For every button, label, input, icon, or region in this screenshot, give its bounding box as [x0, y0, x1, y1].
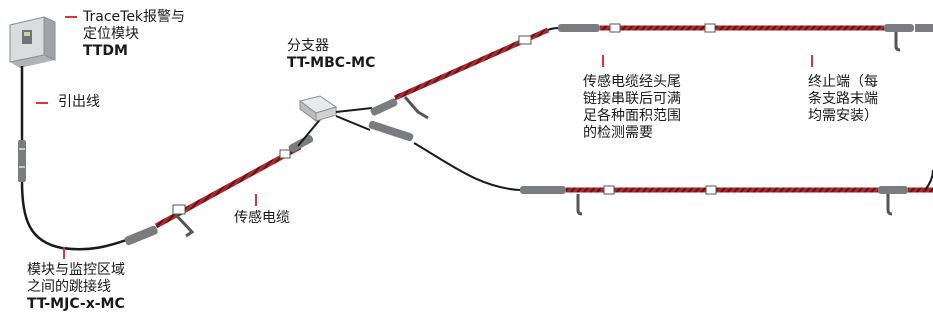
label-sensor-joint-line3: 足各种面积范围: [583, 108, 681, 124]
label-ttdm-line2: 定位模块: [83, 26, 139, 42]
label-ttdm: TraceTek报警与 定位模块 TTDM: [83, 9, 185, 60]
j-hook-clip: [174, 213, 195, 238]
label-branch-line1: 分支器: [287, 38, 329, 54]
label-terminator-line2: 条支路末端: [808, 91, 878, 107]
jumper-connector: [124, 225, 158, 246]
cable-tag: [172, 204, 186, 215]
label-branch: 分支器 TT-MBC-MC: [287, 38, 375, 72]
label-ttdm-line1: TraceTek报警与: [83, 9, 186, 25]
label-sensor-joint-line2: 链接串联后可满: [583, 91, 681, 107]
jumper-cable: [20, 181, 133, 251]
label-leader-cable: 引出线: [58, 94, 100, 110]
top-terminator: [884, 24, 914, 32]
lower-branch-connector: [368, 120, 414, 142]
module-display-icon: [22, 30, 32, 44]
j-hook-clip: [886, 194, 893, 216]
upper-branch-connector: [370, 98, 398, 116]
j-hook-clip: [403, 96, 429, 120]
label-jumper-line2: 之间的跳接线: [27, 279, 111, 295]
label-ttdm-code: TTDM: [83, 43, 128, 59]
label-jumper-code: TT-MJC-x-MC: [27, 296, 125, 312]
label-terminator-line1: 终止端（每: [808, 74, 878, 90]
label-sensor-joint: 传感电缆经头尾 链接串联后可满 足各种面积范围 的检测需要: [583, 74, 681, 142]
bottom-terminator: [878, 186, 908, 194]
label-branch-code: TT-MBC-MC: [287, 55, 376, 71]
label-jumper: 模块与监控区域 之间的跳接线 TT-MJC-x-MC: [27, 262, 125, 313]
label-terminator-line3: 均需安装）: [808, 108, 878, 124]
j-hook-clip: [576, 194, 583, 216]
label-sensor-joint-line4: 的检测需要: [583, 125, 653, 141]
label-sensor-cable: 传感电缆: [234, 210, 290, 226]
label-jumper-line1: 模块与监控区域: [27, 262, 125, 278]
branch-connector: [298, 95, 338, 122]
label-terminator: 终止端（每 条支路末端 均需安装）: [808, 74, 878, 125]
upper-joint-connector: [558, 24, 600, 32]
leader-connector: [18, 140, 26, 182]
label-sensor-joint-line1: 传感电缆经头尾: [583, 74, 681, 90]
ttdm-module: [9, 16, 56, 68]
lower-joint-connector: [520, 186, 566, 194]
j-hook-clip: [894, 32, 901, 52]
